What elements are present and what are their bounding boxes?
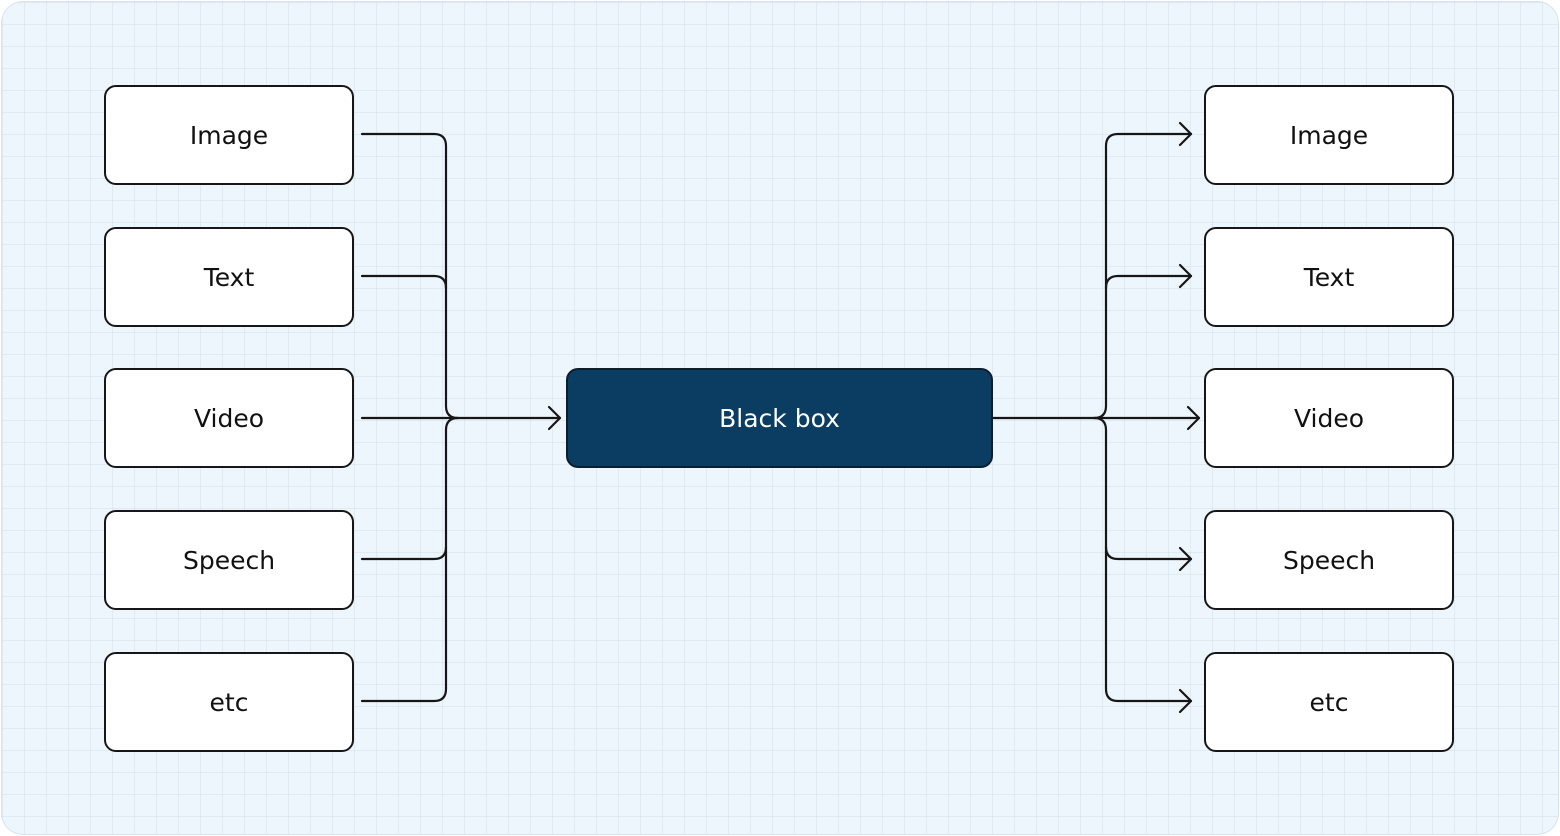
connector-output-etc xyxy=(1092,416,1193,703)
arrowhead-output-video xyxy=(1186,405,1201,431)
input-node-image: Image xyxy=(104,85,354,185)
arrowhead-into-center xyxy=(547,405,562,431)
black-box-node: Black box xyxy=(566,368,993,468)
connector-input-text xyxy=(360,274,448,290)
arrowhead-output-image xyxy=(1178,121,1193,147)
connector-output-speech xyxy=(1104,545,1193,561)
arrowhead-output-etc xyxy=(1178,688,1193,714)
output-node-video: Video xyxy=(1204,368,1454,468)
input-node-video: Video xyxy=(104,368,354,468)
connector-input-image xyxy=(360,132,460,420)
connector-output-image xyxy=(1092,132,1193,420)
output-node-speech: Speech xyxy=(1204,510,1454,610)
input-node-text: Text xyxy=(104,227,354,327)
output-node-image: Image xyxy=(1204,85,1454,185)
connector-input-speech xyxy=(360,545,448,561)
arrowhead-output-speech xyxy=(1178,546,1193,572)
arrowhead-output-text xyxy=(1178,263,1193,289)
input-node-etc: etc xyxy=(104,652,354,752)
output-node-etc: etc xyxy=(1204,652,1454,752)
connector-input-etc xyxy=(360,416,460,703)
output-node-text: Text xyxy=(1204,227,1454,327)
input-node-speech: Speech xyxy=(104,510,354,610)
connector-output-text xyxy=(1104,274,1193,290)
